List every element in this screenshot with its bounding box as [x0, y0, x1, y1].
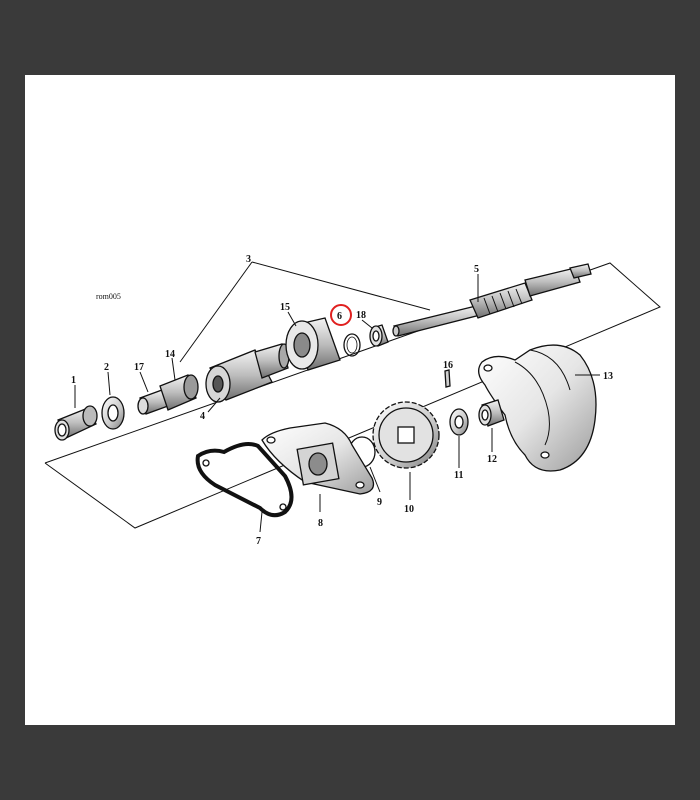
label-13: 13 [603, 371, 613, 382]
part-15-drum [285, 317, 341, 371]
label-15: 15 [280, 302, 290, 313]
part-17-spacer [137, 389, 169, 415]
part-7-gasket [195, 442, 294, 518]
label-4: 4 [200, 411, 205, 422]
label-3: 3 [246, 254, 251, 265]
label-1: 1 [71, 375, 76, 386]
diagram-page: rom005 1 2 3 4 5 6 7 8 9 10 11 12 13 14 … [25, 75, 675, 725]
label-2: 2 [104, 362, 109, 373]
part-10-idler-gear [372, 401, 440, 469]
part-13-housing [478, 344, 597, 472]
label-9: 9 [377, 497, 382, 508]
part-5-shaft [392, 263, 592, 337]
part-2-washer [101, 396, 125, 430]
label-7: 7 [256, 536, 261, 547]
label-17: 17 [134, 362, 144, 373]
label-11: 11 [454, 470, 463, 481]
part-8-plate [261, 422, 375, 495]
part-12-bushing [478, 399, 505, 427]
part-14-bushing [159, 374, 199, 411]
part-16-pin [444, 369, 451, 388]
part-18-bushing [369, 324, 389, 347]
label-12: 12 [487, 454, 497, 465]
label-6: 6 [337, 311, 342, 322]
label-14: 14 [165, 349, 175, 360]
part-11-washer [449, 408, 469, 436]
label-8: 8 [318, 518, 323, 529]
label-10: 10 [404, 504, 414, 515]
label-18: 18 [356, 310, 366, 321]
label-5: 5 [474, 264, 479, 275]
part-4-pinion-gear [205, 343, 290, 403]
leader-line-3 [179, 261, 431, 363]
label-16: 16 [443, 360, 453, 371]
part-1-bearing [54, 405, 98, 441]
part-6-snap-ring [343, 333, 361, 357]
highlight-circle [330, 304, 352, 326]
reference-code: rom005 [96, 292, 121, 301]
